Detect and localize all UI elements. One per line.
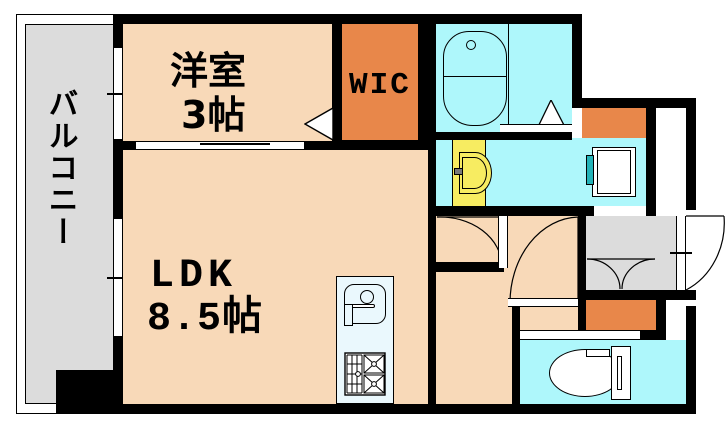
hallway-wall-left xyxy=(428,216,436,268)
gas-stove xyxy=(344,352,386,396)
toilet-flush-lever-icon xyxy=(617,356,622,390)
entrance-door-swing-arc xyxy=(686,210,725,292)
wic-floor xyxy=(342,24,418,140)
bath-door-threshold xyxy=(500,124,572,132)
bedroom-ldk-partition-right xyxy=(304,141,332,150)
wic-wall-bottom xyxy=(332,140,428,150)
exterior-wall-top xyxy=(113,14,582,24)
upper-closet-wall-top xyxy=(572,98,686,108)
entrance-wall-bottom xyxy=(586,290,696,300)
washing-machine-inner xyxy=(597,150,631,194)
bath-wall-bottom xyxy=(428,132,572,140)
bedroom-sliding-door-overlap xyxy=(200,143,270,145)
entrance-door-mullion xyxy=(670,252,692,254)
exterior-wall-bottom xyxy=(113,404,696,414)
toilet-bowl xyxy=(549,349,621,397)
vanity-faucet-icon xyxy=(454,168,463,175)
ldk-wall-right-lower xyxy=(428,268,436,414)
bedroom-sliding-door[interactable] xyxy=(136,141,304,150)
entry-closet-wall-left xyxy=(578,298,586,340)
entrance-wall-left xyxy=(578,206,586,298)
wic-label: WIC xyxy=(349,68,411,103)
exterior-wall-right-lower xyxy=(686,306,696,414)
toilet-wall-left xyxy=(512,307,520,404)
ldk-name-label: LDK xyxy=(150,254,238,299)
entry-closet-wall-right xyxy=(656,290,666,336)
bathtub-ledge-line xyxy=(443,76,507,77)
ldk-wall-right-upper xyxy=(428,150,436,206)
exterior-wall-left-bottom xyxy=(113,336,123,414)
kitchen-sink-drain-icon xyxy=(360,290,374,304)
upper-closet xyxy=(582,108,646,138)
kitchen-sink-side-panel xyxy=(344,304,353,326)
wic-wall-right xyxy=(418,14,428,150)
entrance-floor xyxy=(586,216,686,290)
wic-wall-left xyxy=(332,14,342,150)
hallway-door[interactable] xyxy=(508,216,586,306)
toilet-door[interactable] xyxy=(520,330,640,340)
toilet-control-panel-icon xyxy=(586,349,610,357)
balcony-window-upper-mullion xyxy=(107,93,129,95)
bath-partition-line xyxy=(508,24,510,132)
hallway-door-threshold xyxy=(508,298,586,307)
upper-closet-wall-right xyxy=(646,98,656,216)
washroom-door[interactable] xyxy=(436,216,504,268)
balcony-floor xyxy=(25,24,120,404)
vanity-sink-inner xyxy=(462,157,487,189)
bathtub-drain-icon xyxy=(466,40,476,50)
exterior-wall-left-top xyxy=(113,14,123,48)
bedroom-ldk-partition-left xyxy=(123,141,136,150)
exterior-wall-right-upper xyxy=(686,98,696,210)
corridor-divider-wall xyxy=(498,206,508,216)
bedroom-name-label: 洋室 xyxy=(170,49,247,93)
wic-folding-door[interactable] xyxy=(304,106,334,142)
entry-closet xyxy=(586,300,656,330)
washroom-door-threshold xyxy=(498,216,508,268)
washroom-wall-bottom xyxy=(428,206,594,216)
exterior-wall-right-top xyxy=(572,14,582,106)
bedroom-floor xyxy=(123,24,332,148)
shoe-cabinet-doors[interactable] xyxy=(586,258,656,290)
balcony-structural-block xyxy=(56,370,122,414)
hallway-ldk-wall xyxy=(428,262,504,272)
exterior-wall-left-mid xyxy=(113,139,123,219)
balcony-label: バルコニー xyxy=(42,88,78,248)
balcony-window-lower-mullion xyxy=(107,277,129,279)
bedroom-area-label: 3帖 xyxy=(181,93,246,137)
washing-machine-drain-icon xyxy=(586,155,594,185)
ldk-area-label: 8.5帖 xyxy=(147,297,264,342)
bath-wall-left xyxy=(428,14,436,140)
